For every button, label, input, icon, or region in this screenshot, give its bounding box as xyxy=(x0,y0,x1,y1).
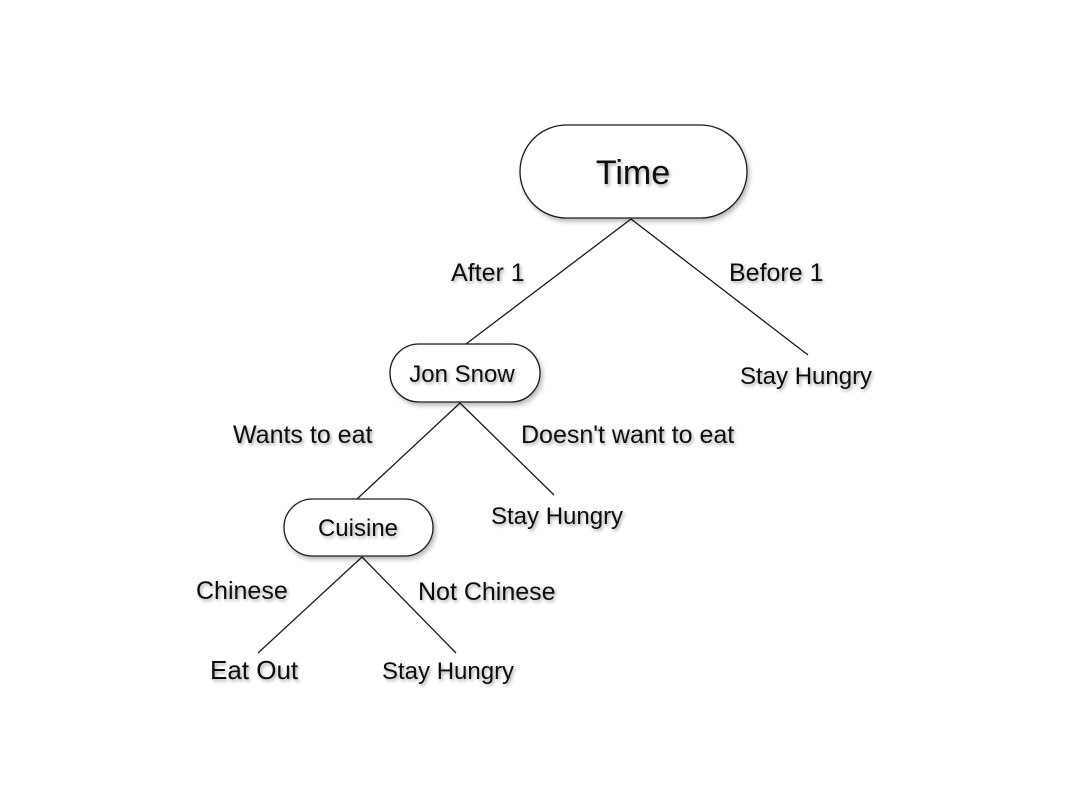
edge-label-doesnt-want-to-eat: Doesn't want to eat xyxy=(521,421,734,449)
node-jon-snow-label: Jon Snow xyxy=(409,361,515,388)
edge-label-chinese: Chinese xyxy=(196,577,288,605)
edge-labels: After 1 Before 1 Wants to eat Doesn't wa… xyxy=(196,259,824,606)
leaf-not-chinese-stay-hungry: Stay Hungry xyxy=(382,658,514,685)
edge-not-chinese-line xyxy=(361,556,457,654)
node-jon-snow-shape xyxy=(389,343,541,403)
edge-label-after-1: After 1 xyxy=(451,259,525,287)
leaf-before-1-stay-hungry: Stay Hungry xyxy=(740,363,872,390)
node-time-shape xyxy=(519,124,748,219)
edge-after-1-line xyxy=(465,218,632,345)
edge-label-not-chinese: Not Chinese xyxy=(418,578,556,606)
edge-chinese-line xyxy=(257,556,363,654)
node-time: Time xyxy=(519,124,748,219)
leaf-chinese-eat-out: Eat Out xyxy=(210,655,299,685)
node-cuisine-label: Cuisine xyxy=(318,515,398,542)
node-cuisine-shape xyxy=(283,498,434,557)
leaf-doesnt-want-stay-hungry: Stay Hungry xyxy=(491,503,623,530)
edge-doesnt-want-line xyxy=(459,402,555,496)
edge-label-wants-to-eat: Wants to eat xyxy=(233,421,372,449)
node-jon-snow: Jon Snow xyxy=(389,343,541,403)
node-time-label: Time xyxy=(596,154,670,192)
edge-label-before-1: Before 1 xyxy=(729,259,824,287)
leaf-outcomes: Stay Hungry Stay Hungry Eat Out Stay Hun… xyxy=(210,363,872,685)
tree-edges xyxy=(257,218,809,654)
edge-before-1-line xyxy=(630,218,809,356)
edge-wants-to-eat-line xyxy=(356,402,461,500)
node-cuisine: Cuisine xyxy=(283,498,434,557)
